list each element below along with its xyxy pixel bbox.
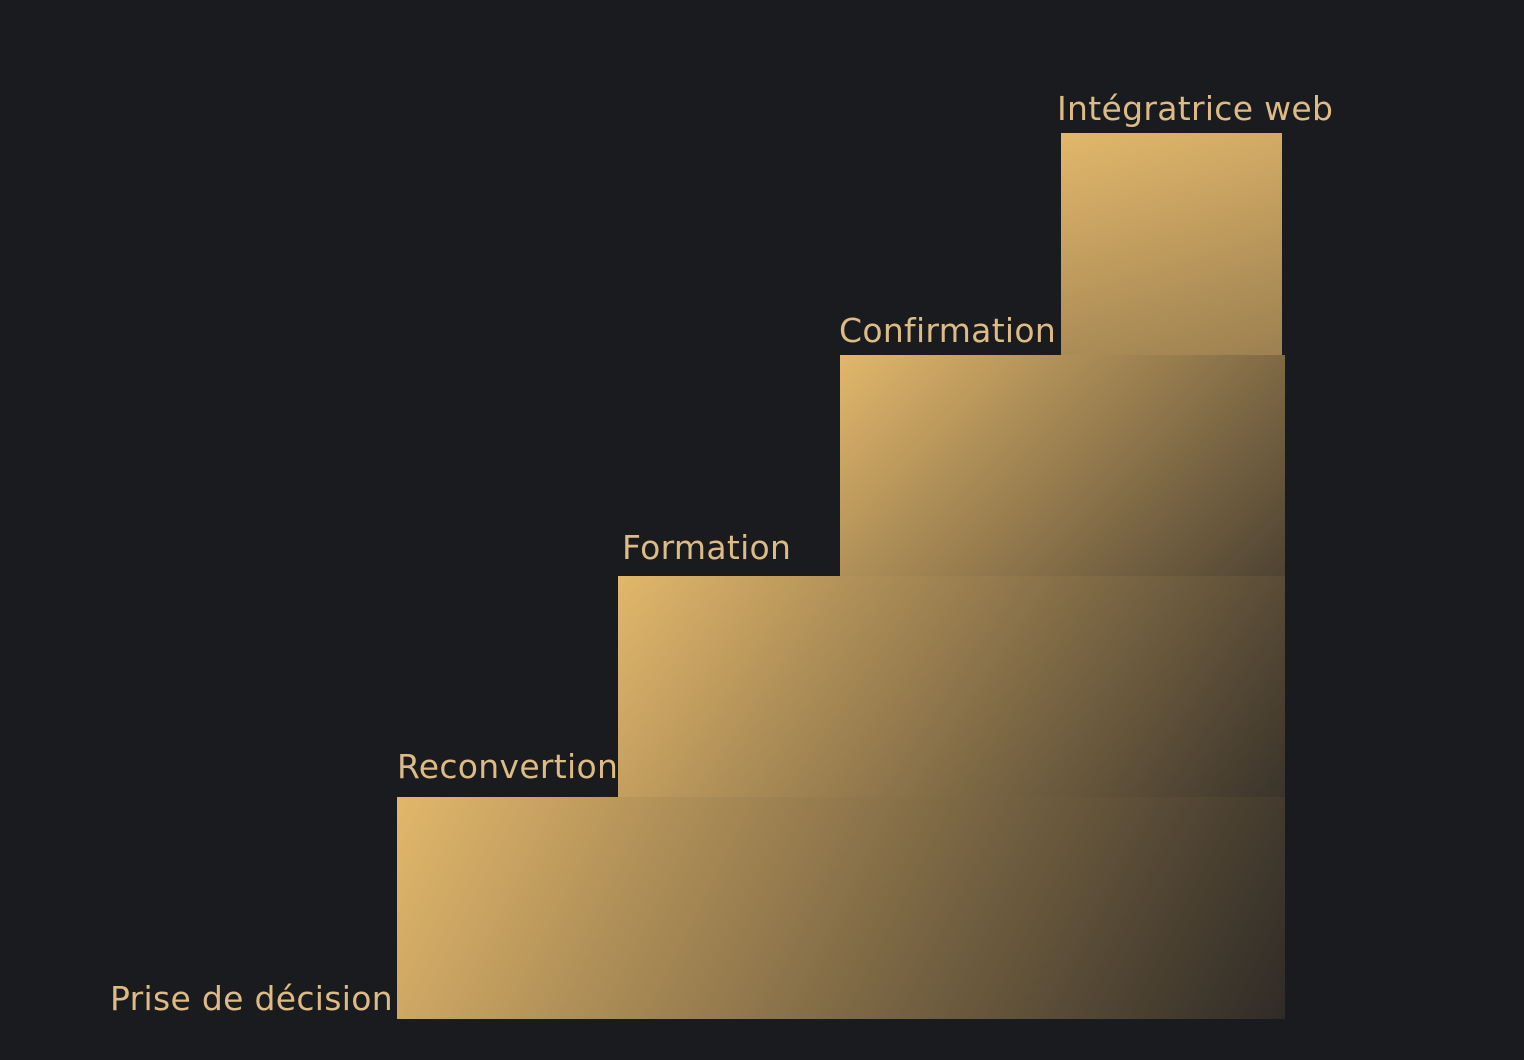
step-label-confirmation: Confirmation (839, 311, 1057, 350)
stair-step-2 (618, 576, 1285, 797)
stair-step-3 (840, 355, 1285, 576)
step-label-prise-de-decision: Prise de décision (110, 979, 393, 1018)
stair-step-4 (1061, 133, 1282, 355)
stair-step-1 (397, 797, 1285, 1019)
step-label-reconvertion: Reconvertion (397, 747, 619, 786)
step-label-formation: Formation (622, 528, 792, 567)
step-label-integratrice-web: Intégratrice web (1057, 89, 1334, 128)
